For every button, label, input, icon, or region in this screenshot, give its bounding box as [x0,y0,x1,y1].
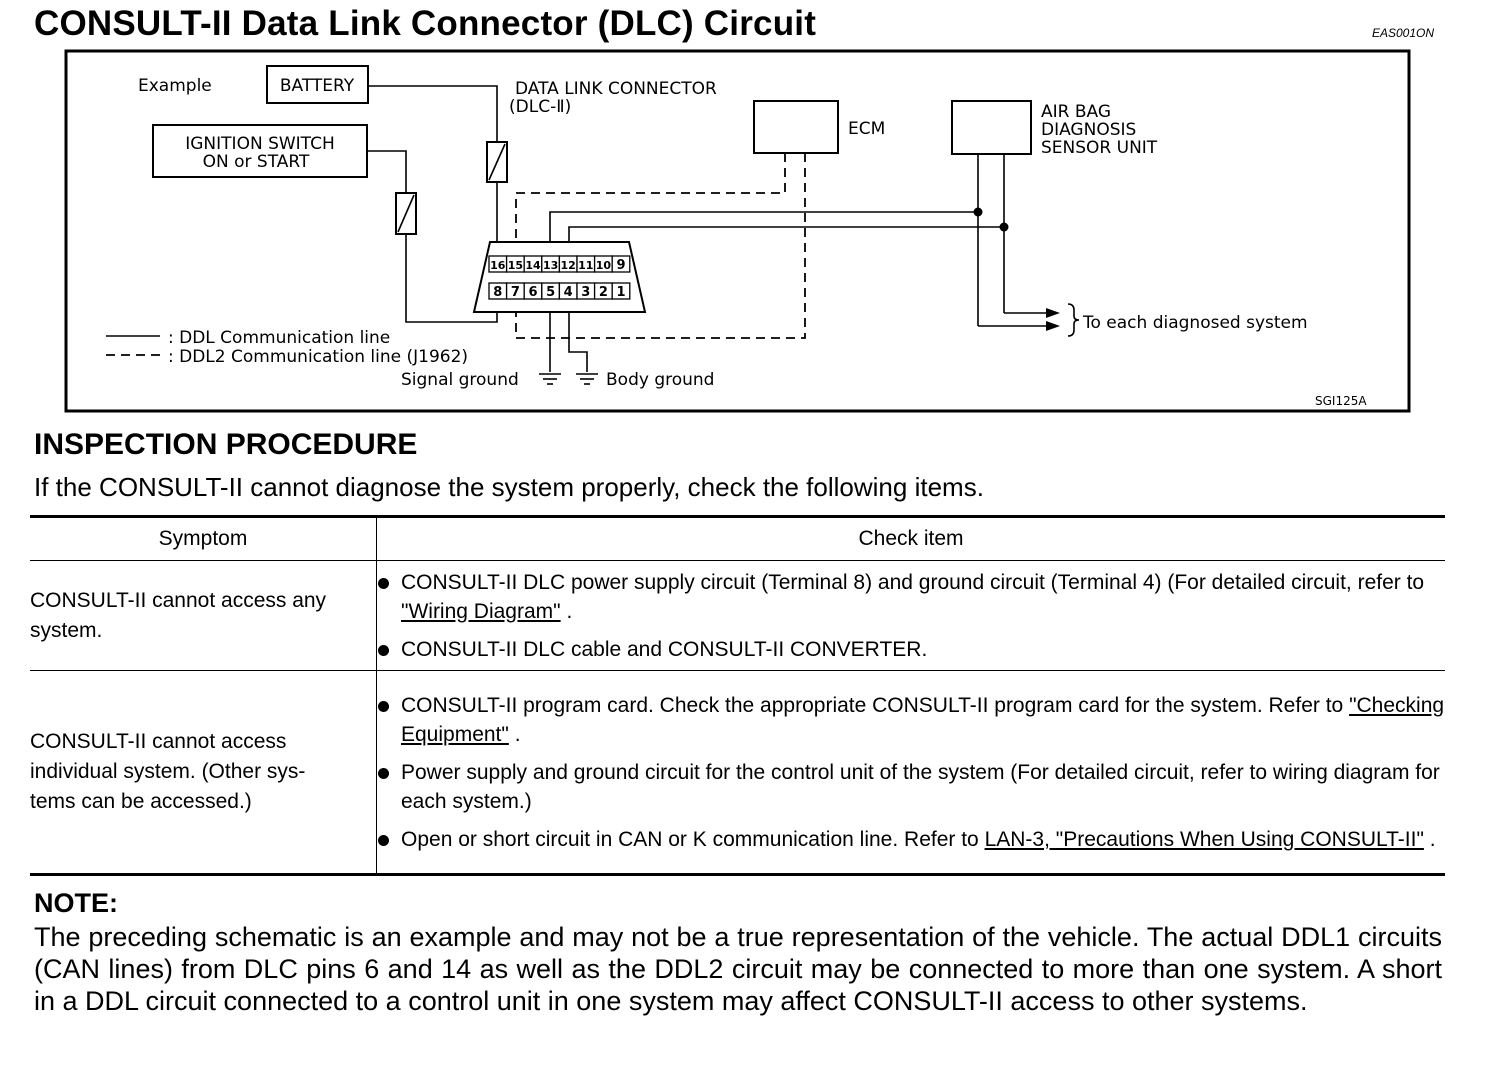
symptom-text: CONSULT-II cannot access [30,730,287,753]
junction-dot [973,207,983,217]
doc-code: EAS001ON [1372,26,1435,40]
arrow-icon [1046,308,1060,318]
signal-ground-label: Signal ground [401,370,519,390]
airbag-label-1: AIR BAG [1041,102,1111,122]
check-text: Open or short circuit in CAN or K commun… [401,827,985,851]
battery-box [266,65,369,104]
dlc-pin-number: 3 [581,285,590,300]
ddl2-wires [106,153,806,356]
table-row: CONSULT-II cannot access any system. CON… [30,560,1445,671]
page-title: CONSULT-II Data Link Connector (DLC) Cir… [34,4,817,43]
dlc-pin-cell [611,255,631,273]
dlc-pin-number: 13 [543,259,558,272]
body-ground-label: Body ground [606,370,714,390]
check-text: CONSULT-II program card. Check the appro… [401,693,1350,717]
dlc-pin-number: 1 [616,285,625,300]
check-text: CONSULT-II DLC cable and CONSULT-II CONV… [401,637,928,661]
example-label: Example [138,76,212,96]
dlc-label-2: (DLC-Ⅱ) [509,97,571,117]
airbag-unit-box [951,100,1032,155]
dlc-pin-number: 16 [490,259,506,272]
lan-precautions-link[interactable]: LAN-3, "Precautions When Using CONSULT-I… [984,827,1424,851]
dlc-pin-number: 15 [508,259,523,272]
column-header-check-item: Check item [376,515,1445,561]
check-text: . [560,599,573,623]
check-list: CONSULT-II program card. Check the appro… [377,691,1445,854]
junction-dot [999,222,1009,232]
ignition-label-1: IGNITION SWITCH [185,134,334,154]
check-list-item: Power supply and ground circuit for the … [377,758,1445,816]
dlc-pin-number: 9 [616,258,625,273]
figure-code: SGI125A [1315,394,1367,408]
arrow-icon [1046,321,1060,331]
legend-ddl2-label: : DDL2 Communication line (J1962) [168,347,468,367]
check-list-item: CONSULT-II DLC power supply circuit (Ter… [377,568,1445,626]
section-heading: INSPECTION PROCEDURE [34,428,418,461]
airbag-label-2: DIAGNOSIS [1041,120,1136,140]
dlc-pin-number: 5 [546,285,555,300]
check-list-item: CONSULT-II DLC cable and CONSULT-II CONV… [377,635,1445,664]
dlc-pin-number: 11 [578,259,593,272]
symptom-text: individual system. (Other sys- [30,760,306,783]
diagram-frame [64,49,1411,413]
check-item-cell: CONSULT-II program card. Check the appro… [376,670,1445,876]
check-item-cell: CONSULT-II DLC power supply circuit (Ter… [376,560,1445,671]
symptom-cell: CONSULT-II cannot access any system. [30,560,377,671]
dlc-pin-number: 12 [561,259,576,272]
fuse-icon [395,192,417,235]
ignition-label-2: ON or START [203,152,310,172]
legend-ddl-label: : DDL Communication line [168,328,390,348]
intro-text: If the CONSULT-II cannot diagnose the sy… [34,472,984,502]
dlc-pin-number: 6 [528,285,537,300]
dlc-pin-number: 7 [511,285,520,300]
check-text: . [1423,827,1436,851]
ecm-box [753,100,839,154]
dlc-pin-number: 4 [564,285,573,300]
to-each-system-label: To each diagnosed system [1082,313,1308,333]
dlc-pin-number: 10 [596,259,612,272]
fuse-icon [486,141,508,183]
check-text: . [508,722,521,746]
column-header-symptom: Symptom [30,515,377,561]
check-list-item: Open or short circuit in CAN or K commun… [377,825,1445,854]
dlc-pin-number: 14 [525,259,541,272]
dlc-connector-body [472,241,647,313]
dlc-pin-number: 2 [599,285,608,300]
symptom-text: CONSULT-II cannot access any system. [30,588,327,642]
battery-label: BATTERY [280,76,355,96]
checking-equipment-link[interactable]: "Checking Equipment" [401,693,1445,746]
check-text: CONSULT-II DLC power supply circuit (Ter… [401,570,1425,594]
inspection-table: Symptom Check item CONSULT-II cannot acc… [30,515,1445,876]
brace-icon [1067,303,1080,337]
dlc-pin-number: 8 [493,285,502,300]
check-text: Power supply and ground circuit for the … [401,760,1440,813]
note-label: NOTE: [34,888,118,918]
table-row: CONSULT-II cannot access individual syst… [30,670,1445,876]
dlc-pin-cell [611,282,631,300]
check-list: CONSULT-II DLC power supply circuit (Ter… [377,568,1445,664]
symptom-cell: CONSULT-II cannot access individual syst… [30,670,377,876]
ecm-label: ECM [848,119,885,139]
circuit-diagram: Example BATTERY IGNITION SWITCH ON or ST… [64,49,1411,413]
wiring-diagram-link[interactable]: "Wiring Diagram" [401,599,561,623]
note-text: The preceding schematic is an example an… [34,922,1442,1016]
symptom-text: tems can be accessed.) [30,790,252,813]
airbag-label-3: SENSOR UNIT [1041,138,1158,158]
dlc-label-1: DATA LINK CONNECTOR [515,79,717,99]
check-list-item: CONSULT-II program card. Check the appro… [377,691,1445,749]
table-header-row: Symptom Check item [30,515,1445,561]
